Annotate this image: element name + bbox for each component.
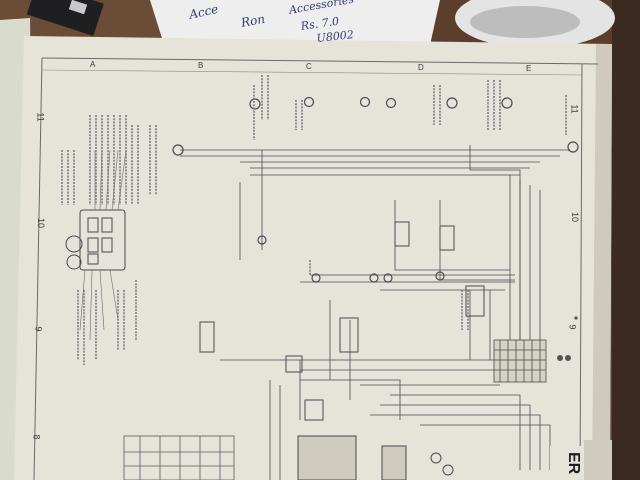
bottom-components [297,435,407,480]
grid-number-9-right: 9 [567,324,578,330]
grid-number-8-left: 8 [31,434,42,440]
grid-ticks [557,316,578,361]
note-paper [150,0,440,48]
grid-number-10-left: 10 [36,217,47,229]
device-label [68,0,88,15]
grid-number-9-left: 9 [33,326,44,332]
frame-left [33,57,43,480]
frame-top [41,57,599,65]
fuse-block [65,209,126,271]
bottom-circles [430,452,454,476]
wire-harness [180,145,570,480]
diagram-page [14,36,612,480]
grid-letter-d: D [418,63,424,72]
grid-letter-a: A [90,60,96,69]
page-shadow-edge [592,44,612,480]
grid-letter-c: C [306,62,312,71]
grid-number-10-right: 10 [570,211,581,223]
heading-fragment: ER [565,452,582,475]
grid-number-11-right: 11 [569,104,580,114]
page-lower-right-shade [584,440,612,480]
bulkhead-connector [493,339,547,383]
dark-device-top-left [26,0,104,37]
connector-circles [172,96,579,283]
grid-letter-b: B [198,61,204,70]
white-object-inner [470,6,580,38]
bulkhead-pins [494,340,546,382]
desk-dark-edge [612,0,640,480]
grid-number-11-left: 11 [35,112,46,122]
heading-tab [550,446,584,480]
frame-top-inner [41,69,583,76]
frame-right [579,63,583,480]
relay-grid [123,435,235,480]
switch-symbols [199,221,485,421]
grid-letter-e: E [526,64,532,73]
diagram-text-blocks [61,75,567,365]
